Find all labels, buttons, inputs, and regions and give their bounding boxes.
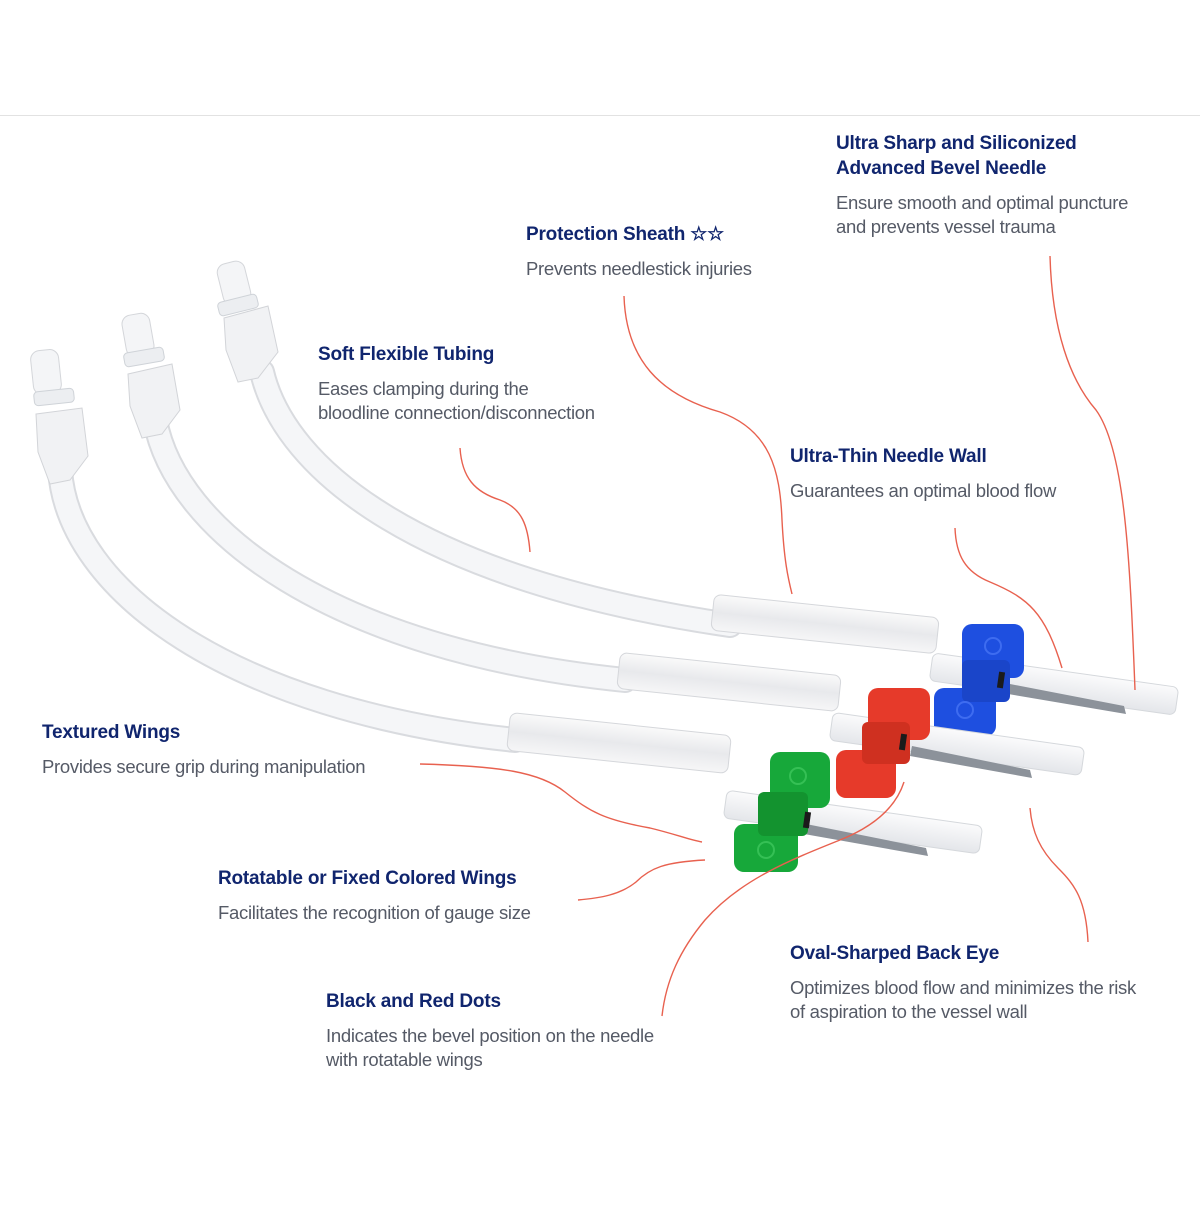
leader-soft-tubing: [459, 447, 531, 553]
protection-sheath-green: [506, 712, 732, 774]
leader-ultra-thin-wall: [954, 527, 1063, 669]
leader-oval-back-eye: [1029, 807, 1089, 943]
leader-ultra-sharp: [1049, 255, 1136, 691]
needle-assembly-blue: [216, 260, 1179, 736]
callout-title: Oval-Sharped Back Eye: [790, 943, 1000, 964]
callout-description: Guarantees an optimal blood flow: [790, 480, 1057, 501]
callout-title: Rotatable or Fixed Colored Wings: [218, 868, 517, 889]
protection-sheath-blue: [710, 594, 940, 654]
needle-assembly-green: [30, 349, 983, 872]
callout-title: Protection Sheath ☆☆: [526, 224, 724, 245]
callout-textured-wings: Textured Wings Provides secure grip duri…: [42, 720, 366, 779]
callout-colored-wings: Rotatable or Fixed Colored Wings Facilit…: [218, 866, 531, 925]
callout-black-and-red-dots: Black and Red Dots Indicates the bevel p…: [326, 989, 654, 1072]
tubing-red: [144, 409, 636, 691]
callout-description: Eases clamping during the bloodline conn…: [318, 378, 595, 423]
needle-assembly-red: [121, 312, 1085, 798]
needle-bevel-red: [910, 746, 1032, 778]
callout-title: Black and Red Dots: [326, 991, 501, 1012]
wing-red: [836, 688, 930, 798]
callout-title: Textured Wings: [42, 722, 181, 743]
callout-description: Facilitates the recognition of gauge siz…: [218, 902, 531, 923]
callout-title: Ultra Sharp and Siliconized Advanced Bev…: [836, 133, 1077, 179]
callout-ultra-thin-needle-wall: Ultra-Thin Needle Wall Guarantees an opt…: [790, 444, 1056, 503]
luer-connector-red: [121, 312, 181, 439]
callout-soft-flexible-tubing: Soft Flexible Tubing Eases clamping duri…: [318, 342, 595, 425]
leader-textured-wings: [419, 763, 703, 843]
luer-connector-blue: [216, 260, 279, 383]
callout-oval-sharped-back-eye: Oval-Sharped Back Eye Optimizes blood fl…: [790, 941, 1136, 1024]
callout-description: Optimizes blood flow and minimizes the r…: [790, 977, 1136, 1022]
leader-dots: [661, 781, 905, 1017]
protection-sheath-red: [616, 652, 842, 712]
needle-bevel-green: [804, 824, 928, 856]
callout-protection-sheath: Protection Sheath ☆☆ Prevents needlestic…: [526, 222, 752, 281]
leader-protection-sheath: [623, 295, 793, 595]
leader-lines: [419, 255, 1136, 1017]
tubing-blue: [251, 361, 741, 636]
tubing-green: [49, 459, 526, 751]
callout-description: Ensure smooth and optimal puncture and p…: [836, 192, 1129, 237]
wing-blue: [934, 624, 1024, 736]
top-divider: [0, 115, 1200, 116]
callout-description: Indicates the bevel position on the need…: [326, 1025, 654, 1070]
wing-green: [734, 752, 830, 872]
callout-ultra-sharp-bevel: Ultra Sharp and Siliconized Advanced Bev…: [836, 131, 1128, 239]
tubing-red-outline: [142, 407, 638, 693]
luer-connector-green: [30, 349, 89, 485]
callout-description: Prevents needlestick injuries: [526, 258, 752, 279]
callout-title: Soft Flexible Tubing: [318, 344, 495, 365]
leader-colored-wings: [577, 859, 706, 901]
needle-bevel-blue: [1008, 684, 1126, 714]
callout-title: Ultra-Thin Needle Wall: [790, 446, 987, 467]
callout-description: Provides secure grip during manipulation: [42, 756, 366, 777]
